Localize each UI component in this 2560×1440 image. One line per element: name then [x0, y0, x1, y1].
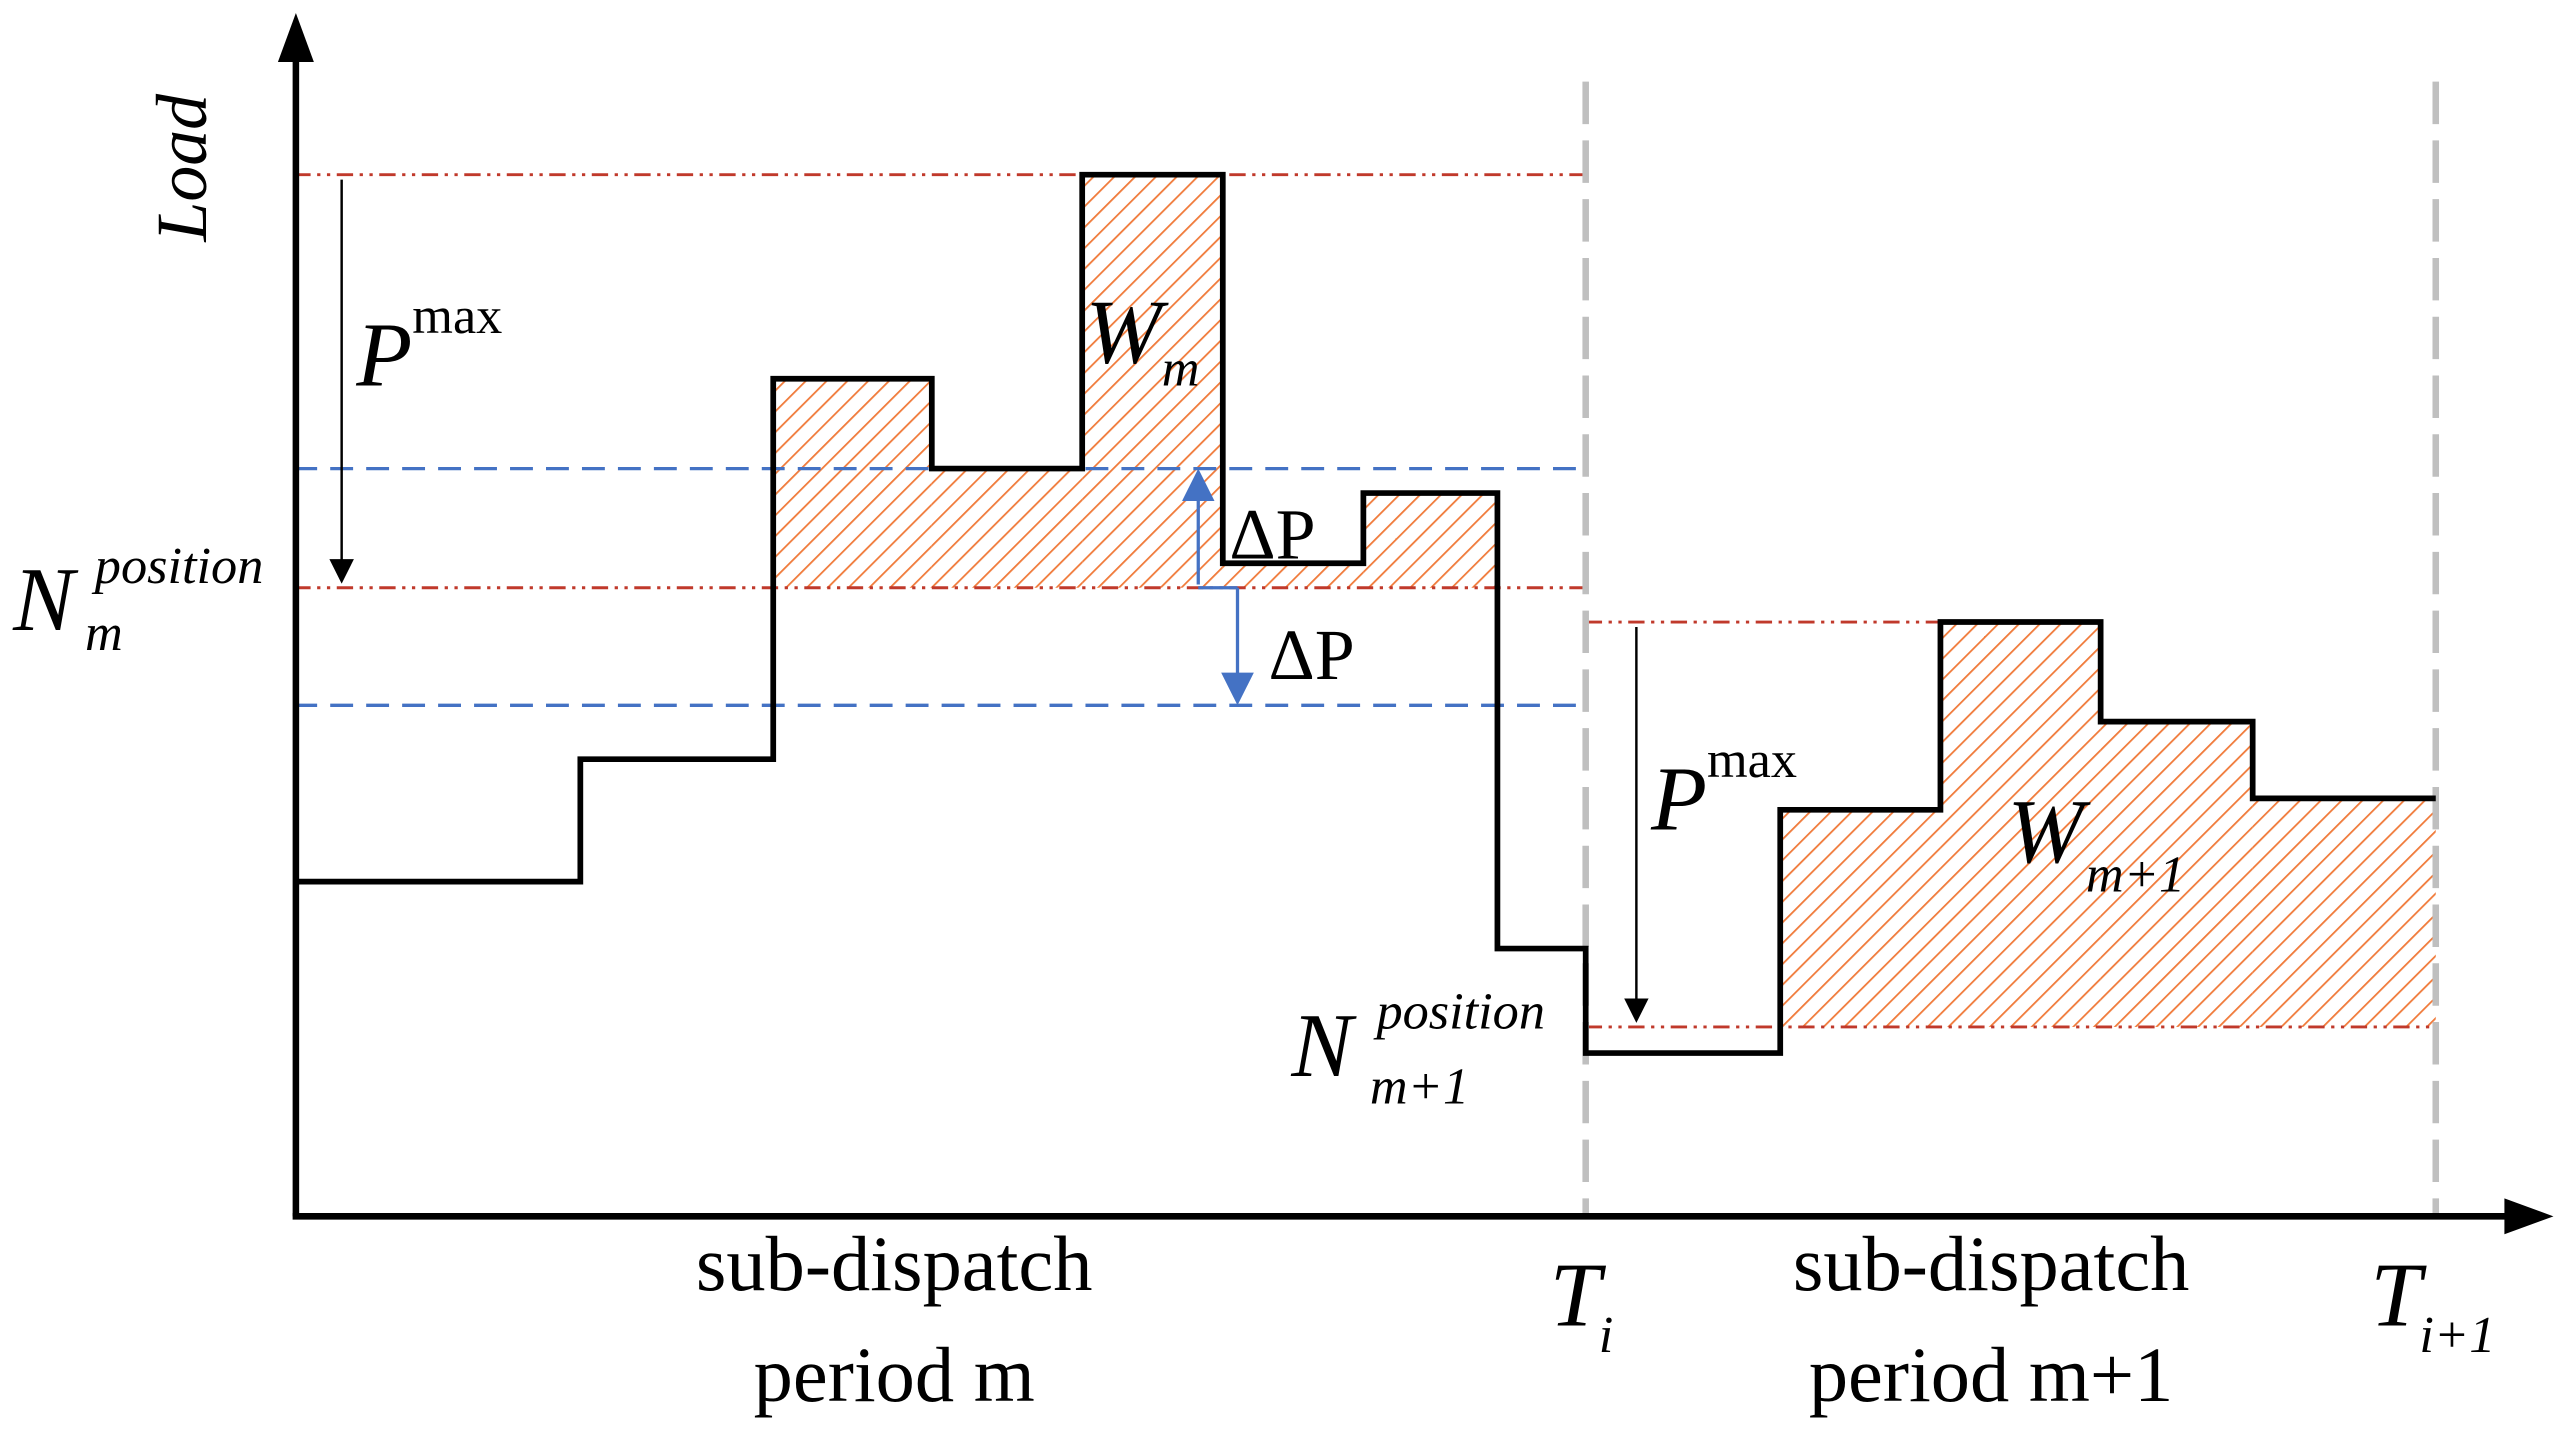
y-axis-label: Load	[142, 93, 222, 243]
load-curve	[294, 171, 2436, 1056]
svg-text:N: N	[1290, 994, 1357, 1096]
delta-p-label-lower: ΔP	[1269, 615, 1355, 695]
w-m1-label: W m+1	[2007, 780, 2185, 903]
y-axis-arrowhead	[277, 13, 314, 63]
p-max-label-m1: Pmax	[1650, 731, 1797, 849]
x-axis-arrowhead	[2504, 1198, 2554, 1235]
boundary-label-ti: T i	[1550, 1244, 1614, 1364]
axes	[277, 13, 2554, 1235]
svg-text:N: N	[12, 548, 79, 650]
period-label-m1: sub-dispatch period m+1	[1793, 1220, 2190, 1418]
w-m-hatched-area	[773, 174, 1498, 588]
arrows	[329, 179, 1649, 1023]
svg-text:sub-dispatch: sub-dispatch	[1793, 1220, 2190, 1307]
svg-text:m+1: m+1	[1370, 1058, 1469, 1116]
svg-text:m: m	[85, 604, 123, 662]
n-position-label-m: N position m	[12, 537, 263, 662]
red-reference-lines	[294, 173, 2436, 1029]
svg-text:T: T	[2370, 1244, 2427, 1346]
n-position-label-m1: N position m+1	[1290, 983, 1545, 1116]
period-label-m: sub-dispatch period m	[696, 1220, 1093, 1418]
svg-text:period m+1: period m+1	[1809, 1331, 2174, 1418]
svg-text:position: position	[91, 537, 264, 595]
boundary-label-ti1: T i+1	[2370, 1244, 2495, 1364]
svg-text:i+1: i+1	[2419, 1306, 2495, 1364]
svg-text:position: position	[1372, 983, 1545, 1041]
delta-p-label-upper: ΔP	[1229, 494, 1315, 574]
svg-text:sub-dispatch: sub-dispatch	[696, 1220, 1093, 1307]
p-max-label-m: Pmax	[355, 287, 502, 405]
svg-text:W: W	[2007, 780, 2091, 882]
w-m-label: Wm	[1085, 281, 1199, 398]
w-m1-hatched-area	[1780, 622, 2436, 1027]
svg-text:period m: period m	[754, 1331, 1035, 1418]
svg-text:T: T	[1550, 1244, 1607, 1346]
svg-text:m+1: m+1	[2086, 845, 2185, 903]
svg-text:i: i	[1599, 1306, 1614, 1364]
